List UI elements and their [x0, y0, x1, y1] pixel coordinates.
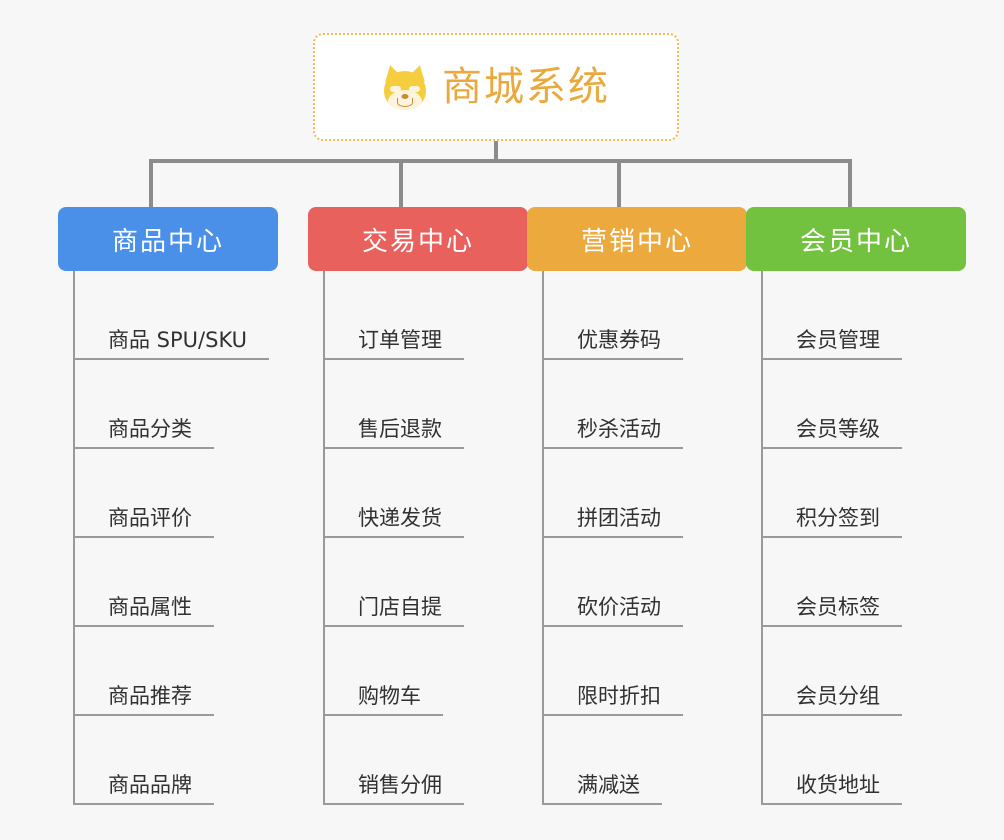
list-item[interactable]: 售后退款	[325, 360, 528, 449]
list-item-label: 砍价活动	[577, 594, 661, 619]
list-item-label: 满减送	[577, 772, 640, 797]
leaf-list-trade-center: 订单管理 售后退款 快递发货 门店自提 购物车 销售分佣	[323, 271, 528, 805]
list-item-label: 商品 SPU/SKU	[108, 327, 248, 352]
list-item[interactable]: 销售分佣	[325, 716, 528, 805]
list-item[interactable]: 会员标签	[763, 538, 966, 627]
column-trade-center: 交易中心 订单管理 售后退款 快递发货 门店自提 购物车 销售分佣	[308, 207, 528, 805]
list-item-label: 会员分组	[796, 683, 880, 708]
list-item-label: 会员管理	[796, 327, 880, 352]
column-header-marketing-center[interactable]: 营销中心	[527, 207, 747, 271]
root-node-mall-system[interactable]: 商城系统	[313, 33, 679, 141]
shiba-inu-icon	[381, 63, 429, 111]
list-item-label: 拼团活动	[577, 505, 661, 530]
connector-root-stem	[494, 141, 498, 163]
connector-horizontal-bus	[149, 159, 852, 163]
list-item-label: 积分签到	[796, 505, 880, 530]
column-marketing-center: 营销中心 优惠券码 秒杀活动 拼团活动 砍价活动 限时折扣 满减送	[527, 207, 747, 805]
column-header-label: 交易中心	[361, 226, 474, 257]
column-header-label: 会员中心	[799, 226, 912, 257]
column-header-label: 商品中心	[111, 226, 224, 257]
list-item-label: 商品推荐	[108, 683, 192, 708]
connector-drop-1	[149, 159, 153, 208]
list-item-label: 秒杀活动	[577, 416, 661, 441]
list-item-label: 收货地址	[796, 772, 880, 797]
list-item[interactable]: 限时折扣	[544, 627, 747, 716]
list-item-label: 订单管理	[358, 327, 442, 352]
column-header-product-center[interactable]: 商品中心	[58, 207, 278, 271]
list-item[interactable]: 商品品牌	[75, 716, 278, 805]
list-item[interactable]: 商品 SPU/SKU	[75, 271, 278, 360]
connector-drop-2	[399, 159, 403, 208]
list-item-label: 商品品牌	[108, 772, 192, 797]
list-item[interactable]: 会员等级	[763, 360, 966, 449]
list-item-label: 商品分类	[108, 416, 192, 441]
list-item[interactable]: 商品评价	[75, 449, 278, 538]
list-item[interactable]: 砍价活动	[544, 538, 747, 627]
list-item[interactable]: 商品推荐	[75, 627, 278, 716]
list-item-label: 优惠券码	[577, 327, 661, 352]
list-item[interactable]: 门店自提	[325, 538, 528, 627]
list-item[interactable]: 购物车	[325, 627, 528, 716]
list-item-label: 限时折扣	[577, 683, 661, 708]
column-header-member-center[interactable]: 会员中心	[746, 207, 966, 271]
leaf-list-marketing-center: 优惠券码 秒杀活动 拼团活动 砍价活动 限时折扣 满减送	[542, 271, 747, 805]
connector-drop-4	[848, 159, 852, 208]
list-item[interactable]: 会员管理	[763, 271, 966, 360]
list-item[interactable]: 满减送	[544, 716, 747, 805]
list-item-label: 商品评价	[108, 505, 192, 530]
list-item-label: 会员等级	[796, 416, 880, 441]
root-title: 商城系统	[442, 64, 610, 110]
leaf-list-product-center: 商品 SPU/SKU 商品分类 商品评价 商品属性 商品推荐 商品品牌	[73, 271, 278, 805]
list-item-label: 购物车	[358, 683, 421, 708]
column-header-label: 营销中心	[580, 226, 693, 257]
list-item-label: 快递发货	[358, 505, 442, 530]
list-item[interactable]: 订单管理	[325, 271, 528, 360]
list-item[interactable]: 快递发货	[325, 449, 528, 538]
list-item[interactable]: 会员分组	[763, 627, 966, 716]
connector-drop-3	[617, 159, 621, 208]
list-item[interactable]: 拼团活动	[544, 449, 747, 538]
list-item[interactable]: 优惠券码	[544, 271, 747, 360]
list-item[interactable]: 商品分类	[75, 360, 278, 449]
leaf-list-member-center: 会员管理 会员等级 积分签到 会员标签 会员分组 收货地址	[761, 271, 966, 805]
list-item-label: 商品属性	[108, 594, 192, 619]
column-header-trade-center[interactable]: 交易中心	[308, 207, 528, 271]
list-item-label: 会员标签	[796, 594, 880, 619]
list-item-label: 售后退款	[358, 416, 442, 441]
list-item[interactable]: 秒杀活动	[544, 360, 747, 449]
column-member-center: 会员中心 会员管理 会员等级 积分签到 会员标签 会员分组 收货地址	[746, 207, 966, 805]
list-item[interactable]: 商品属性	[75, 538, 278, 627]
column-product-center: 商品中心 商品 SPU/SKU 商品分类 商品评价 商品属性 商品推荐 商品品牌	[58, 207, 278, 805]
list-item-label: 销售分佣	[358, 772, 442, 797]
list-item-label: 门店自提	[358, 594, 442, 619]
list-item[interactable]: 积分签到	[763, 449, 966, 538]
list-item[interactable]: 收货地址	[763, 716, 966, 805]
